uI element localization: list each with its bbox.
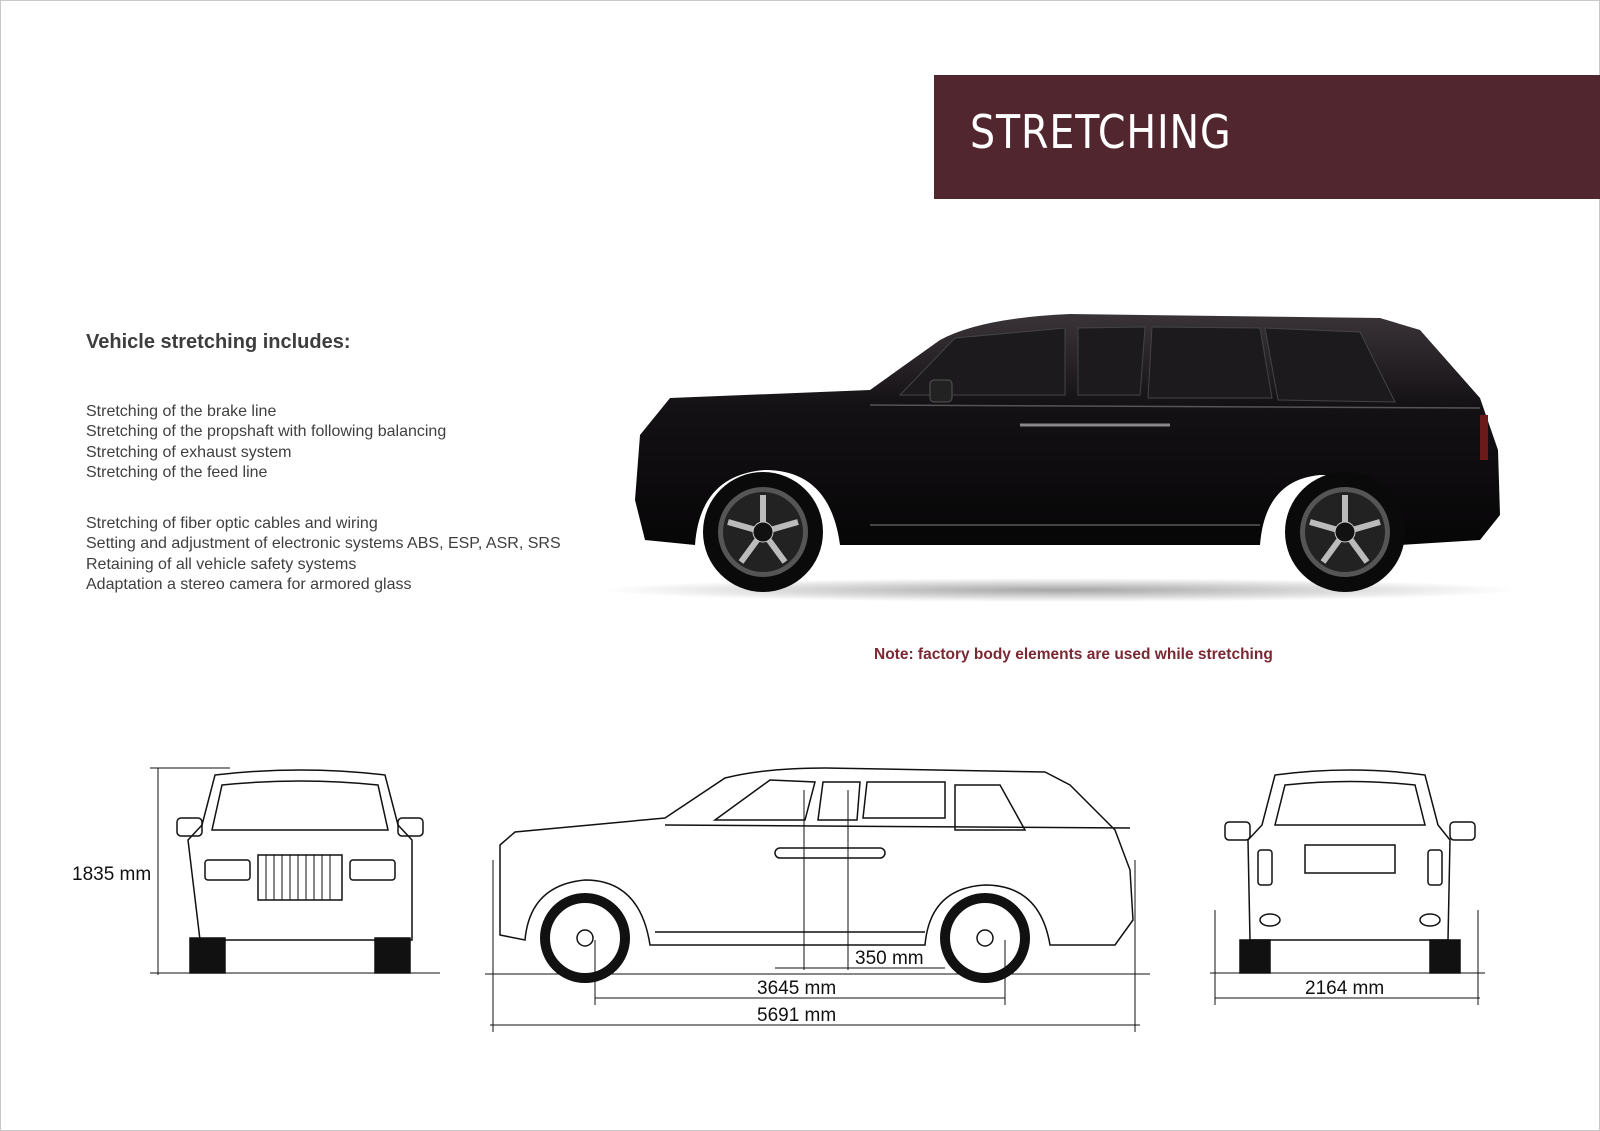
page-title: STRETCHING (970, 105, 1232, 159)
list-item: Adaptation a stereo camera for armored g… (86, 575, 412, 593)
height-dimension-label: 1835 mm (72, 864, 152, 885)
note-text: Note: factory body elements are used whi… (874, 646, 1273, 663)
feature-list-2: Stretching of fiber optic cables and wir… (86, 514, 561, 595)
wheelbase-dimension-label: 3645 mm (757, 978, 837, 999)
length-dimension-label: 5691 mm (757, 1005, 837, 1026)
list-item: Retaining of all vehicle safety systems (86, 555, 357, 573)
list-item: Setting and adjustment of electronic sys… (86, 535, 561, 553)
title-banner: STRETCHING (934, 75, 1600, 199)
stretch-dimension-label: 350 mm (855, 948, 924, 969)
rear-view-drawing (1210, 769, 1485, 1005)
side-view-drawing (485, 767, 1150, 1032)
front-view-drawing (150, 767, 440, 975)
feature-list-1: Stretching of the brake line Stretching … (86, 402, 446, 483)
list-item: Stretching of the brake line (86, 403, 277, 420)
vehicle-photo (600, 314, 1520, 602)
list-item: Stretching of exhaust system (86, 443, 292, 461)
list-item: Stretching of fiber optic cables and wir… (86, 515, 378, 532)
list-item: Stretching of the propshaft with followi… (86, 423, 447, 441)
width-dimension-label: 2164 mm (1305, 978, 1385, 999)
list-item: Stretching of the feed line (86, 463, 268, 481)
section-heading: Vehicle stretching includes: (86, 331, 351, 353)
